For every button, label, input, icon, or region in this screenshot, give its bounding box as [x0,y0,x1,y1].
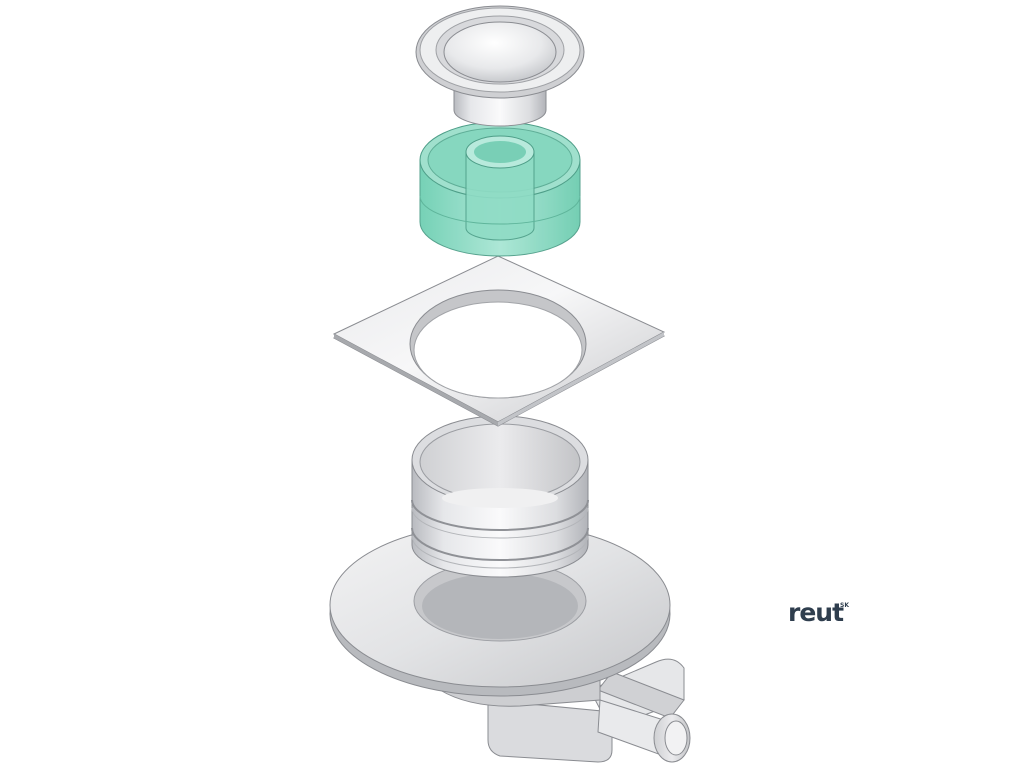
square-flange-plate [332,255,666,427]
strainer-cap [415,5,585,127]
outlet-pipe [487,658,691,763]
collar-ring [411,415,589,578]
brand-logo-superscript: SK [840,602,849,609]
brand-logo: reut SK [788,598,849,628]
brand-logo-word: reut [788,598,844,627]
odor-seal-cup [419,121,581,257]
